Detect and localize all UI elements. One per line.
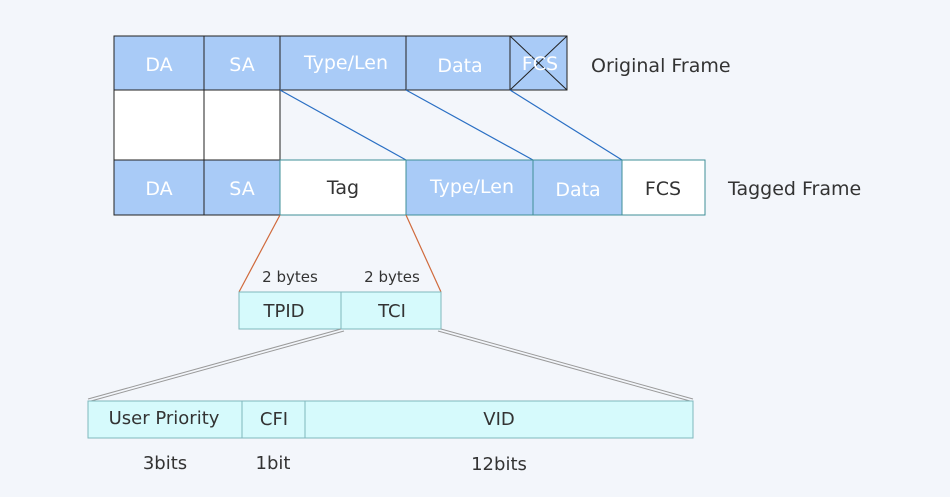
frame-shift-area [113,89,281,161]
user-priority-cell [87,400,243,439]
original-data-cell [405,35,511,91]
tagged-frame-label: Tagged Frame [727,178,861,200]
tagged-sa-cell [203,159,281,216]
tci-text: TCI [377,301,406,322]
vid-size: 12bits [471,454,527,475]
tpid-cell [238,291,342,330]
cfi-size: 1bit [256,453,291,474]
tpid-text: TPID [262,301,304,322]
original-frame-label: Original Frame [591,55,731,77]
tci-expansion-lines [87,328,694,402]
original-sa-text: SA [229,54,254,76]
vid-text: VID [483,409,514,430]
tci-cell [340,291,442,330]
tci-detail: User Priority CFI VID 3bits 1bit 12bits [87,400,694,475]
tagged-da-cell [113,159,205,216]
original-da-cell [113,35,205,91]
shift-cell-da [113,89,205,161]
tci-size-label: 2 bytes [364,268,420,286]
tag-detail: 2 bytes 2 bytes TPID TCI [238,268,442,330]
user-priority-text: User Priority [109,408,220,429]
shift-line-data-right [509,89,623,161]
original-da-text: DA [145,54,172,76]
original-data-text: Data [437,55,482,77]
original-frame: DA SA Type/Len Data FCS Original Frame [113,35,731,91]
fcs-cross-line-2 [509,35,568,91]
tagged-tag-cell [279,159,407,216]
tagged-da-text: DA [145,178,172,200]
tagged-typelen-text: Type/Len [429,176,514,198]
shift-lines [279,89,623,161]
tagged-data-cell [532,159,623,216]
tci-expand-right-a [440,328,694,400]
cfi-text: CFI [260,409,288,430]
tagged-tag-text: Tag [326,177,359,199]
original-typelen-cell [279,35,407,91]
tagged-fcs-cell [621,159,706,216]
user-priority-size: 3bits [143,453,187,474]
original-typelen-text: Type/Len [303,52,388,74]
shift-line-typelen-right [405,89,534,161]
tag-expand-left [238,214,281,293]
tag-expand-right [405,214,442,293]
shift-cell-sa [203,89,281,161]
tci-expand-left-b [90,330,345,402]
shift-line-typelen-left [279,89,407,161]
tagged-typelen-cell [405,159,534,216]
tag-expansion-lines [238,214,442,293]
tagged-sa-text: SA [229,178,254,200]
vid-cell [304,400,694,439]
tci-expand-left-a [87,328,342,400]
original-sa-cell [203,35,281,91]
tagged-frame: DA SA Tag Type/Len Data FCS Tagged Frame [113,159,861,216]
tagged-fcs-text: FCS [645,178,681,200]
tpid-size-label: 2 bytes [262,268,318,286]
tagged-data-text: Data [555,179,600,201]
original-fcs-text: FCS [522,53,558,75]
tci-expand-right-b [437,330,691,402]
